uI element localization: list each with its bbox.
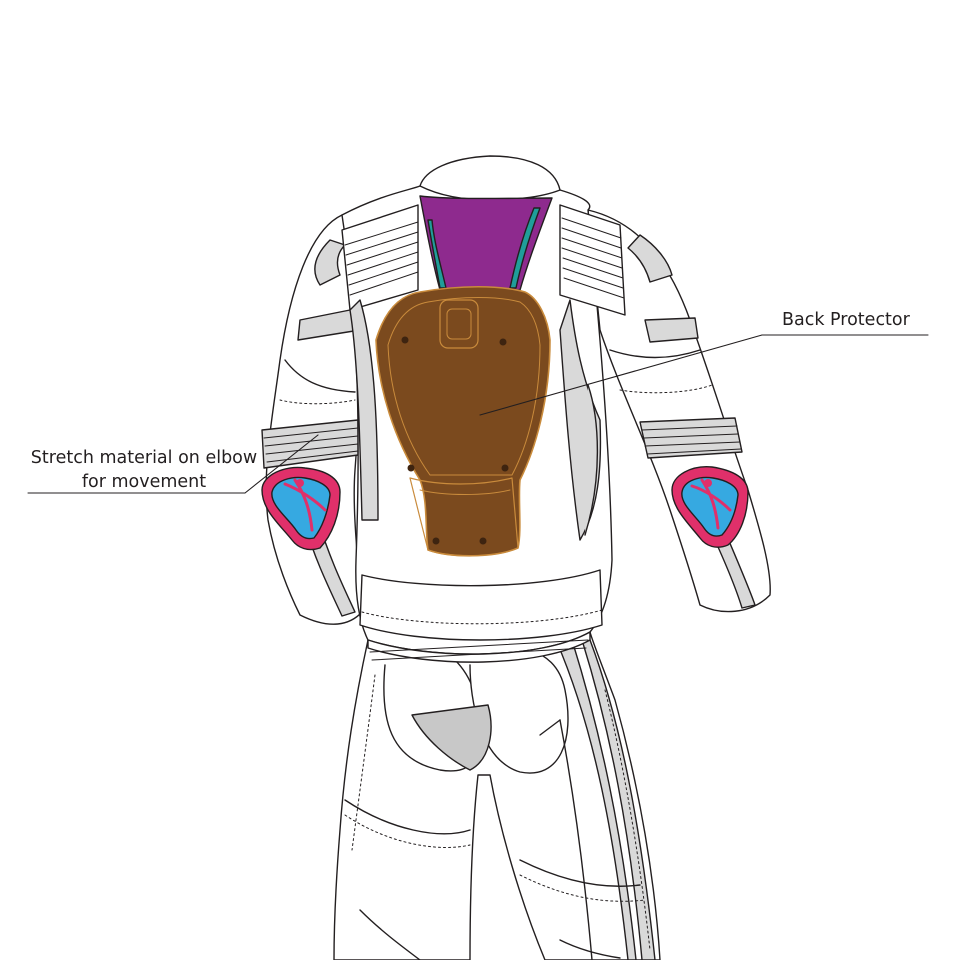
suit-legs [333, 631, 661, 961]
elbow-pointer-line [244, 434, 319, 494]
collar-insert [419, 195, 553, 291]
elbow-stretch-label: Stretch material on elbow for movement [24, 446, 264, 494]
back-protector-icon [375, 285, 551, 557]
elbow-label-line-2: for movement [81, 472, 207, 492]
elbow-slider-icon [261, 466, 341, 551]
elbow-slider-icon [671, 466, 749, 548]
elbow-label-line-1: Stretch material on elbow [30, 448, 258, 468]
back-protector-pointer-line [479, 334, 763, 416]
back-protector-label: Back Protector [782, 310, 910, 330]
